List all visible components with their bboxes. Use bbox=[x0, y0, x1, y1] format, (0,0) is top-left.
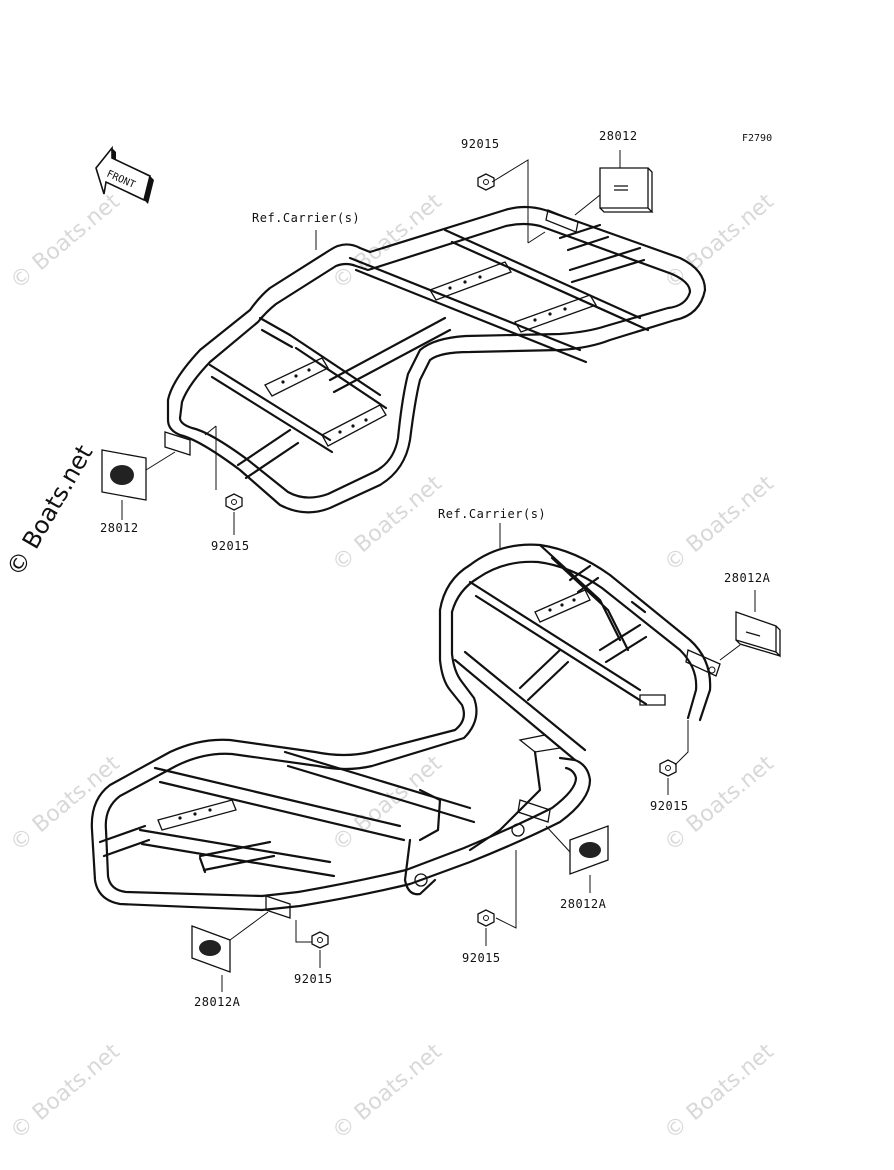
nut-92015 bbox=[477, 909, 495, 927]
watermark: © Boats.net bbox=[6, 1039, 125, 1145]
bottom-carrier bbox=[90, 543, 721, 919]
part-label-28012A: 28012A bbox=[560, 897, 607, 911]
part-label-28012A: 28012A bbox=[194, 995, 241, 1009]
part-label-92015: 92015 bbox=[294, 972, 333, 986]
part-label-92015: 92015 bbox=[461, 137, 500, 151]
reflector-28012-rear bbox=[599, 167, 654, 213]
part-labels: 92015 28012 Ref.Carrier(s) 28012 92015 R… bbox=[100, 129, 771, 1009]
part-label-28012: 28012 bbox=[599, 129, 638, 143]
watermark: © Boats.net bbox=[328, 471, 447, 577]
leader-lines-bottom bbox=[221, 523, 756, 992]
watermark: © Boats.net bbox=[328, 189, 447, 295]
nut-92015 bbox=[659, 759, 677, 777]
watermark: © Boats.net bbox=[660, 189, 779, 295]
watermark-dark: © Boats.net bbox=[1, 440, 98, 581]
part-label-92015: 92015 bbox=[650, 799, 689, 813]
part-label-28012A: 28012A bbox=[724, 571, 771, 585]
watermark: © Boats.net bbox=[328, 751, 447, 857]
reflector-28012A-rear bbox=[735, 611, 781, 658]
watermark: © Boats.net bbox=[6, 189, 125, 295]
watermark-group: © Boats.net © Boats.net © Boats.net © Bo… bbox=[1, 189, 779, 1145]
reflector-28012A-right bbox=[569, 825, 609, 875]
top-carrier bbox=[164, 205, 707, 514]
part-label-92015: 92015 bbox=[211, 539, 250, 553]
leader-lines-top bbox=[121, 150, 621, 535]
nut-92015 bbox=[225, 493, 243, 511]
ref-carrier-label: Ref.Carrier(s) bbox=[438, 507, 546, 521]
figure-code: F2790 bbox=[742, 133, 772, 144]
watermark: © Boats.net bbox=[328, 1039, 447, 1145]
reflector-28012-front bbox=[101, 449, 147, 501]
nut-92015 bbox=[477, 173, 495, 191]
front-arrow-icon: FRONT bbox=[95, 145, 154, 204]
part-label-92015: 92015 bbox=[462, 951, 501, 965]
reflector-28012A-left bbox=[191, 925, 231, 973]
nut-92015 bbox=[311, 931, 329, 949]
ref-carrier-label: Ref.Carrier(s) bbox=[252, 211, 360, 225]
watermark: © Boats.net bbox=[660, 1039, 779, 1145]
part-label-28012: 28012 bbox=[100, 521, 139, 535]
watermark: © Boats.net bbox=[660, 471, 779, 577]
